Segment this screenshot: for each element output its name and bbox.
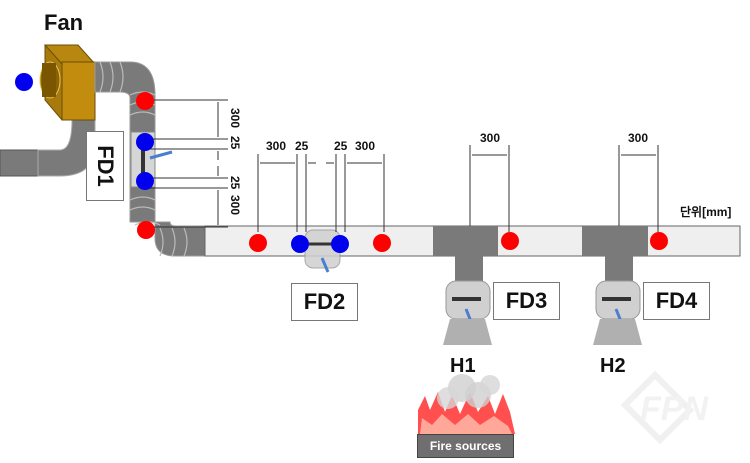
point-red-fd4: [650, 232, 668, 250]
fire-illustration: [418, 374, 515, 434]
fd2-damper: [304, 229, 341, 273]
dim-fd1-300-top: 300: [228, 108, 242, 128]
measurement-points: [15, 73, 668, 253]
fan-label: Fan: [44, 10, 84, 35]
fan: [39, 44, 97, 121]
fd3-damper: [445, 280, 491, 325]
dim-fd3-300: 300: [480, 131, 500, 145]
fd4-label: FD4: [643, 282, 710, 320]
inlet-duct: [0, 149, 41, 177]
point-red-fd3: [501, 232, 519, 250]
branch-h2-junction: [582, 226, 648, 256]
fd1-label-text: FD1: [93, 145, 118, 187]
dim-fd2-25-right: 25: [334, 139, 348, 153]
dim-fd2-25-left: 25: [295, 139, 309, 153]
fd2-dimension-lines: [257, 154, 385, 232]
point-blue-fd2-right: [331, 235, 349, 253]
svg-text:FPN: FPN: [640, 390, 709, 428]
point-red-fd2-left: [249, 234, 267, 252]
point-blue-fd1-top: [136, 133, 154, 151]
fd4-damper: [595, 280, 641, 325]
dim-fd4-300: 300: [628, 131, 648, 145]
point-blue-fd1-bottom: [136, 172, 154, 190]
hood-h2: [593, 319, 642, 345]
fd1-label: FD1: [86, 131, 124, 201]
hood-h1: [443, 319, 492, 345]
hood-h1-label: H1: [450, 355, 476, 377]
point-blue-fan-inlet: [15, 73, 33, 91]
fire-sources-label: Fire sources: [417, 434, 514, 458]
point-blue-fd2-left: [291, 235, 309, 253]
watermark: FPN: [620, 370, 709, 445]
hood-h2-label: H2: [600, 355, 626, 377]
dim-fd2-300-left: 300: [266, 139, 286, 153]
branch-h1-junction: [433, 226, 498, 256]
duct-ribs: [99, 61, 188, 257]
point-red-fd2-right: [373, 234, 391, 252]
unit-label: 단위[mm]: [680, 205, 732, 219]
point-red-fd1-bottom: [137, 221, 155, 239]
dim-fd2-300-right: 300: [355, 139, 375, 153]
dim-fd1-300-bottom: 300: [228, 195, 242, 215]
dim-fd1-25-top: 25: [228, 136, 242, 150]
fd3-label: FD3: [493, 282, 560, 320]
fd1-dimension-lines: [150, 99, 228, 228]
branch-dimension-lines: [469, 145, 659, 232]
point-red-fd1-top: [136, 92, 154, 110]
dim-fd1-25-bottom: 25: [228, 176, 242, 190]
fd2-label: FD2: [291, 283, 358, 321]
